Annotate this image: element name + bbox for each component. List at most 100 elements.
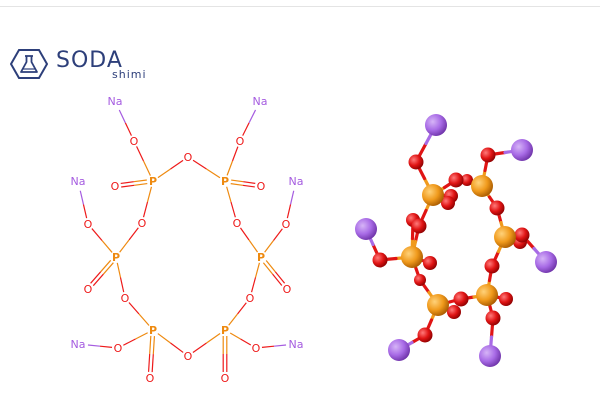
bond-line-2d [138,313,150,326]
bond-line-2d [206,332,221,344]
bond-line-2d [91,228,103,241]
bond-line-2d [120,181,134,185]
bond-line-2d [286,204,292,219]
bond-line-2d [157,333,171,344]
bond-line-2d [142,201,149,218]
sodium-atom [355,218,377,240]
oxygen-atom [411,218,427,234]
bond-line-2d [254,262,261,278]
oxygen-atom [414,274,426,286]
oxygen-label: O [130,135,139,148]
bond-line-2d [170,159,184,170]
sodium-atom [425,114,447,136]
oxygen-atom [485,310,501,326]
oxygen-atom [484,258,500,274]
phosphorus-atom [494,226,516,248]
phosphorus-label: P [257,251,265,264]
sodium-label: Na [108,95,123,108]
bond-line-2d [121,184,135,188]
bond-line-2d [119,277,125,293]
bond-line-2d [206,168,221,179]
bond-line-2d [242,122,250,136]
oxygen-label: O [246,292,255,305]
bond-line-2d [90,271,102,284]
oxygen-atom [461,174,473,186]
flask-hexagon-icon [10,49,48,79]
ball-and-stick-model [355,114,557,367]
oxygen-label: O [233,217,242,230]
oxygen-atom [499,292,513,306]
oxygen-label: O [84,283,93,296]
bond-line-2d [170,342,184,353]
bond-line-2d [273,344,287,347]
bond-line-2d [124,122,132,136]
bond-line-2d [142,160,151,176]
bond-line-2d [116,262,122,278]
bond-line-2d [274,271,286,284]
bond-line-2d [157,168,171,179]
bond-line-2d [123,338,136,346]
bond-line-2d [243,181,256,184]
bond-line-2d [102,262,114,275]
bond-line-2d [273,228,283,241]
bond-line-2d [248,239,259,253]
oxygen-atom [372,252,388,268]
phosphorus-label: P [149,324,157,337]
bond-line-2d [265,260,276,273]
oxygen-label: O [121,292,130,305]
bond-line-2d [128,227,139,241]
oxygen-label: O [282,218,291,231]
bond-line-2d [82,204,88,219]
phosphorus-atom [427,294,449,316]
bond-line-2d [136,146,145,162]
oxygen-label: O [184,350,193,363]
bond-line-2d [250,277,257,293]
bond-line-2d [87,344,101,347]
oxygen-label: O [111,180,120,193]
brand-subtitle: shimi [112,68,147,81]
bond-line-2d [128,302,140,315]
oxygen-atom [423,256,437,270]
bond-line-2d [261,345,275,349]
bond-line-2d [231,146,239,162]
bond-line-2d [92,273,104,287]
bond-line-2d [248,109,257,124]
sodium-label: Na [253,95,268,108]
phosphorus-label: P [221,175,229,188]
oxygen-label: O [146,372,155,385]
bond-line-2d [151,354,154,373]
phosphorus-label: P [221,324,229,337]
bond-line-2d [226,160,234,176]
sodium-label: Na [289,338,304,351]
bond-line-2d [228,313,238,326]
oxygen-label: O [84,218,93,231]
bond-line-2d [240,338,252,346]
bond-line-2d [237,302,247,315]
bond-line-2d [101,240,113,253]
bond-line-2d [79,190,85,205]
oxygen-label: O [283,283,292,296]
phosphorus-label: P [149,175,157,188]
oxygen-atom [453,291,469,307]
brand-name: SODA [56,48,123,73]
oxygen-label: O [252,342,261,355]
bond-line-2d [230,183,243,186]
bond-line-2d [289,190,295,205]
oxygen-label: O [138,217,147,230]
bond-line-2d [264,240,274,253]
brand-logo[interactable]: SODA shimi [10,48,160,82]
sodium-label: Na [289,175,304,188]
bond-line-2d [242,184,255,188]
phosphorus-label: P [112,251,120,264]
bond-line-2d [118,109,126,124]
phosphorus-atom [422,184,444,206]
bond-line-2d [147,353,151,372]
bond-line-2d [239,227,250,241]
phosphorus-atom [471,175,493,197]
oxygen-atom [441,196,455,210]
bond-line-2d [149,335,152,354]
bond-line-2d [100,259,112,273]
bond-line-2d [272,273,283,286]
